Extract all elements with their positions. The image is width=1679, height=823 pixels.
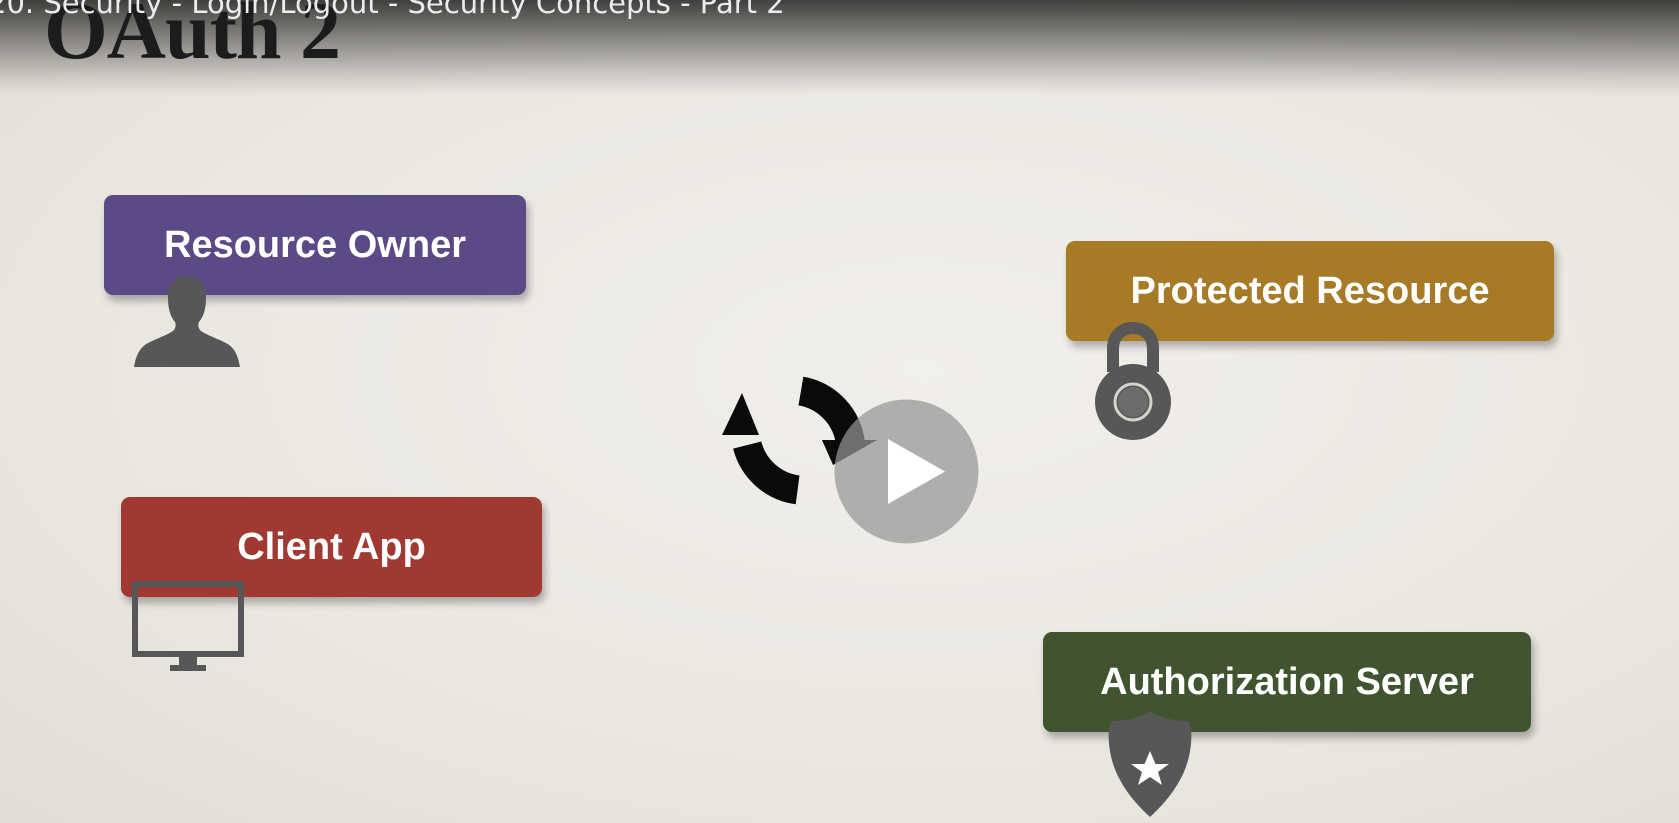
title-overlay-shade — [0, 0, 1679, 95]
client-app-box: Client App — [121, 497, 542, 597]
authorization-server-box: Authorization Server — [1043, 632, 1531, 732]
shield-star-icon — [1106, 709, 1194, 819]
client-app-label: Client App — [237, 525, 426, 568]
video-title: 20. Security - Login/Logout - Security C… — [0, 0, 785, 20]
padlock-icon — [1093, 322, 1173, 440]
play-icon — [834, 399, 979, 544]
resource-owner-box: Resource Owner — [104, 195, 526, 295]
authorization-server-label: Authorization Server — [1100, 660, 1474, 703]
person-icon — [132, 273, 242, 368]
protected-resource-label: Protected Resource — [1130, 269, 1490, 312]
monitor-icon — [132, 581, 244, 673]
resource-owner-label: Resource Owner — [164, 223, 466, 266]
play-button[interactable] — [834, 399, 979, 544]
slide-title: OAuth 2 — [44, 0, 341, 76]
protected-resource-box: Protected Resource — [1066, 241, 1554, 341]
